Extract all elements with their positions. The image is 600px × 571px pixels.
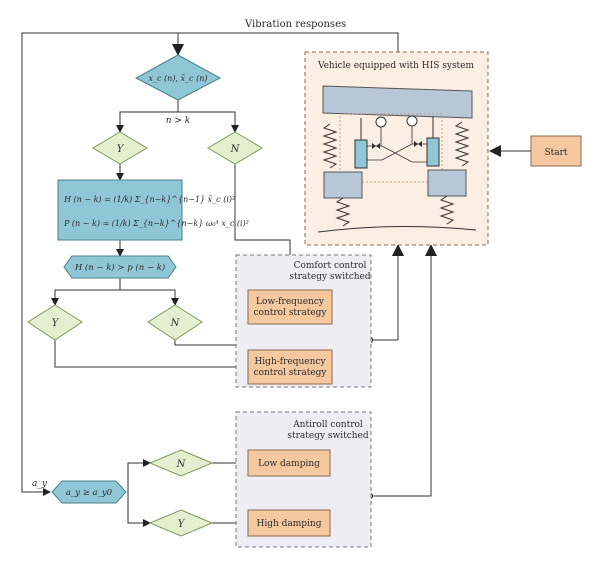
high-damping-box (247, 509, 331, 537)
formula-p: P (n − k) = (1/k) Σ_{n−k}^{n−k} ω₀⁴ x_c … (63, 219, 249, 228)
top-decision-label: x_c (n), x̄_c (n) (149, 74, 208, 83)
ay-decision-label: a_y ≥ a_y0 (66, 488, 113, 498)
low-damping-label: Low damping (258, 459, 320, 469)
ay-decision-hexagon (51, 480, 127, 504)
arrow-antiroll-to-vehicle (373, 244, 437, 497)
hydraulic-frame (339, 113, 443, 183)
low-frequency-label-2: control strategy (253, 308, 327, 318)
yes-label-top: Y (117, 144, 125, 155)
right-damper (426, 137, 440, 167)
formula-box (57, 179, 183, 241)
loop-vibration-top (178, 32, 399, 52)
start-box (530, 135, 582, 167)
no-diamond-ay (148, 449, 214, 477)
right-upper-spring (454, 121, 470, 167)
low-damping-box (247, 449, 331, 477)
comfort-title-2: strategy switched (289, 272, 371, 282)
right-wheel-mass (427, 169, 467, 197)
no-label-ay: N (176, 459, 187, 470)
high-frequency-box (247, 349, 333, 385)
no-label-compare: N (170, 318, 181, 329)
no-diamond-compare (147, 304, 203, 341)
ay-label: a_y (32, 479, 48, 489)
vehicle-body (322, 85, 473, 119)
valve-right (414, 141, 422, 147)
left-damper (354, 139, 368, 169)
loop-left-to-ay (21, 32, 178, 496)
yes-label-ay: Y (178, 519, 186, 530)
left-accumulator (375, 116, 387, 128)
valve-left (372, 143, 380, 149)
right-tire-spring (439, 195, 455, 225)
vehicle-panel-title: Vehicle equipped with HIS system (317, 61, 475, 71)
high-frequency-label-2: control strategy (253, 368, 327, 378)
no-label-top: N (230, 144, 241, 155)
antiroll-title-1: Antiroll control (292, 420, 363, 430)
vehicle-illustration (317, 85, 477, 233)
low-frequency-box (247, 289, 333, 325)
left-tire-spring (335, 197, 351, 227)
yes-diamond-ay (148, 509, 214, 537)
low-frequency-label-1: Low-frequency (256, 297, 325, 307)
compare-hexagon (63, 255, 177, 279)
yes-diamond-top (92, 131, 148, 165)
top-condition-label: n > k (166, 116, 191, 126)
start-label: Start (544, 148, 567, 158)
top-decision-diamond (134, 54, 222, 101)
no-diamond-top (207, 131, 263, 165)
compare-label: H (n − k) > p (n − k) (74, 262, 165, 273)
left-upper-spring (322, 123, 338, 169)
high-frequency-label-1: High-frequency (254, 357, 326, 367)
high-damping-label: High damping (256, 519, 321, 529)
yes-diamond-compare (27, 304, 83, 341)
left-wheel-mass (323, 171, 363, 199)
yes-label-compare: Y (52, 318, 60, 329)
right-accumulator (406, 115, 418, 127)
comfort-title-1: Comfort control (294, 261, 367, 271)
antiroll-title-2: strategy switched (287, 431, 369, 441)
vibration-responses-label: Vibration responses (244, 19, 346, 30)
formula-h: H (n − k) = (1/k) Σ_{n−k}^{n−1} x̄_c (i)… (63, 195, 235, 204)
road-profile (317, 225, 477, 233)
